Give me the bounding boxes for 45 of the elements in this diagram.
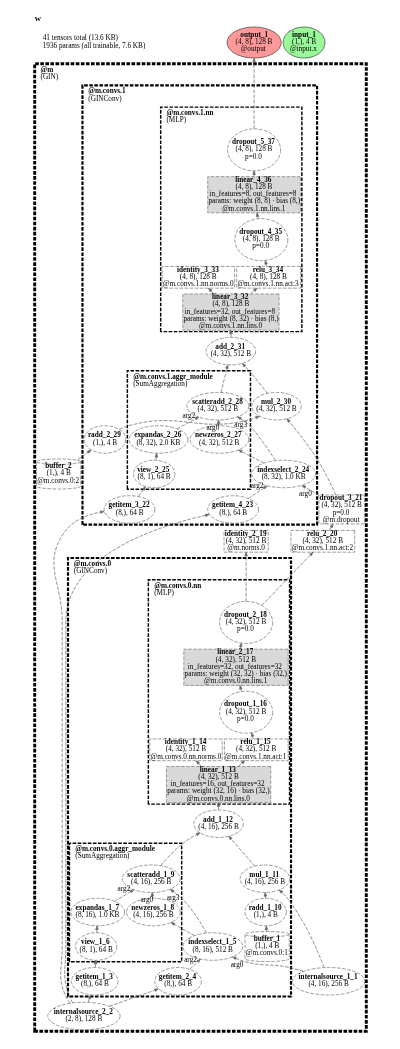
arrow — [328, 523, 333, 531]
arrow — [251, 57, 256, 130]
arrow — [286, 418, 336, 496]
arrow — [220, 364, 228, 393]
arrow — [236, 416, 276, 461]
arrow — [237, 449, 264, 464]
arrow — [237, 760, 245, 767]
arrow — [228, 329, 233, 338]
arrow — [249, 287, 257, 295]
arrow — [176, 416, 199, 430]
arrow — [170, 922, 195, 936]
arrow — [244, 551, 248, 602]
arrow — [188, 958, 201, 970]
arrow — [228, 835, 255, 867]
arrow — [263, 892, 267, 899]
arrow — [94, 925, 99, 934]
arrow — [241, 363, 268, 394]
arrow — [207, 288, 214, 295]
arrow — [169, 889, 207, 934]
arrow — [238, 685, 242, 692]
arrow — [216, 802, 220, 811]
arrow — [93, 959, 97, 968]
arrow — [263, 260, 268, 267]
arrow — [231, 956, 304, 972]
arrow — [113, 889, 134, 902]
arrow — [260, 551, 313, 606]
arrow — [137, 486, 146, 497]
arrow — [108, 988, 159, 1007]
arrow — [251, 170, 256, 177]
arrow — [238, 642, 242, 650]
arrow — [247, 485, 267, 499]
arrow — [63, 513, 209, 1004]
arrow — [160, 832, 200, 866]
arrow — [195, 760, 202, 767]
arrow — [53, 510, 104, 1004]
arrow — [255, 212, 259, 220]
diagram-title: w — [34, 13, 41, 24]
arrow — [76, 449, 91, 460]
arrow — [301, 485, 319, 496]
arrow — [118, 415, 260, 430]
arrow — [87, 994, 91, 1003]
arrow — [250, 732, 254, 740]
arrow — [278, 889, 324, 968]
arrow — [264, 925, 268, 932]
arrow — [154, 453, 158, 461]
